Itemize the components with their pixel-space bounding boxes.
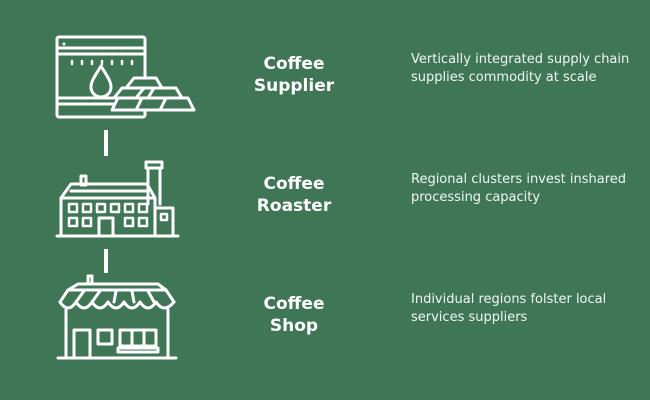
stage-description-shop: Individual regions folster local service…	[411, 292, 607, 325]
stage-description-roaster: Regional clusters invest inshared proces…	[411, 172, 627, 205]
stage-title-line: Coffee	[263, 54, 325, 74]
stage-description-supplier: Vertically integrated supply chain suppl…	[411, 52, 630, 85]
stage-title-roaster: Coffee Roaster	[234, 173, 354, 217]
stage-title-shop: Coffee Shop	[234, 293, 354, 337]
stage-title-line: Roaster	[256, 196, 332, 216]
storefront-icon	[54, 274, 179, 364]
stage-title-line: Coffee	[263, 174, 325, 194]
stage-title-line: Coffee	[263, 294, 325, 314]
connector-line	[104, 249, 108, 273]
stage-title-line: Shop	[269, 316, 319, 336]
stage-title-line: Supplier	[253, 76, 335, 96]
connector-line	[104, 130, 108, 156]
factory-icon	[55, 154, 180, 240]
oil-barrel-gold-bars-icon	[52, 32, 197, 120]
stage-title-supplier: Coffee Supplier	[234, 53, 354, 97]
